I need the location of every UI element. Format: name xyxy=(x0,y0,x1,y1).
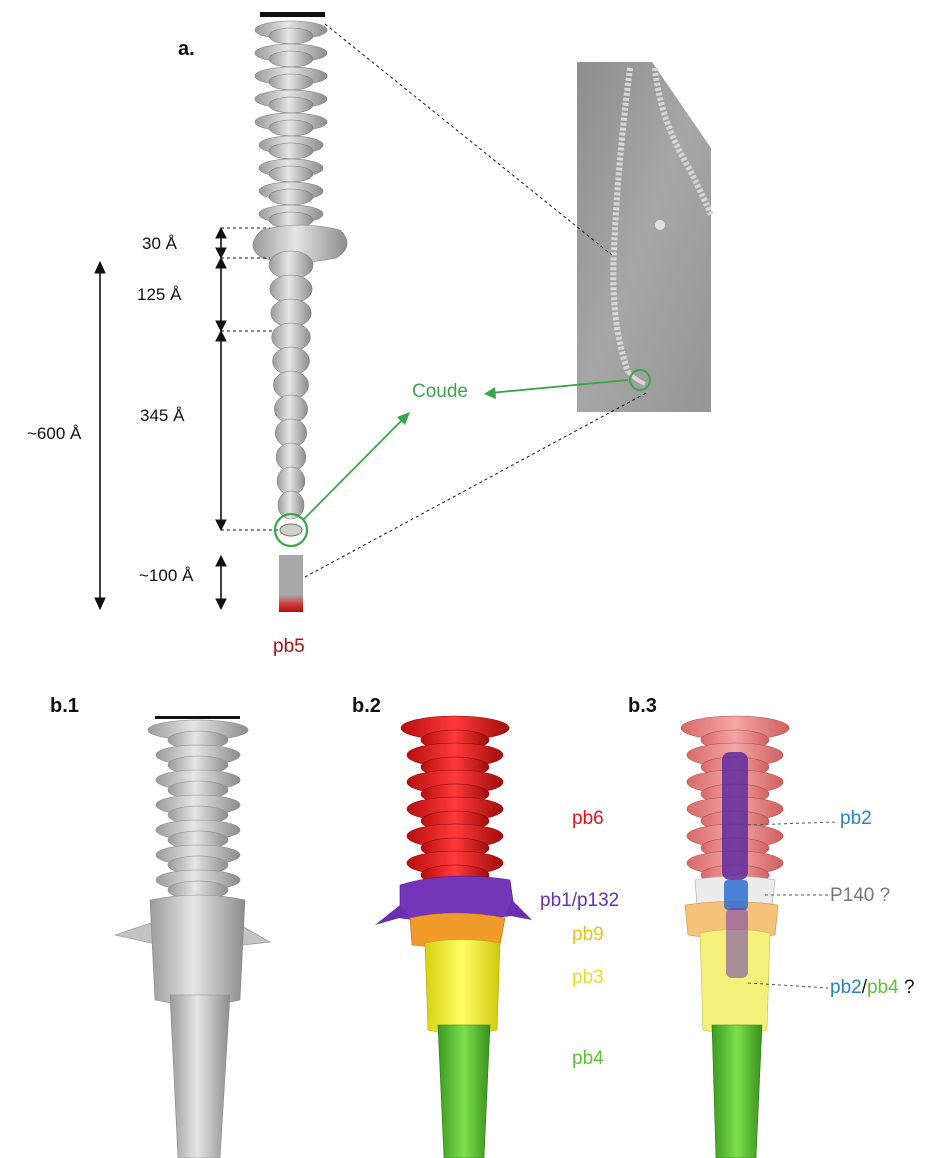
dim-125: 125 Å xyxy=(137,285,181,305)
pb5-label: pb5 xyxy=(273,636,305,658)
tail-segment xyxy=(269,166,313,182)
pb6-label: pb6 xyxy=(572,808,604,830)
dim-100: ~100 Å xyxy=(139,566,193,586)
panel-label-b1: b.1 xyxy=(50,695,79,718)
tail-segment xyxy=(269,97,313,113)
panel-label-b2: b.2 xyxy=(352,695,381,718)
pb3-label: pb3 xyxy=(572,967,604,989)
p140-label: P140 ? xyxy=(830,885,890,907)
panel-label-a: a. xyxy=(178,38,195,61)
panel-label-b3: b.3 xyxy=(628,695,657,718)
question-mark: ? xyxy=(899,977,915,998)
pb2-label: pb2 xyxy=(840,808,872,830)
pb9-label: pb9 xyxy=(572,924,604,946)
tail-model-a xyxy=(253,12,347,612)
tail-segment xyxy=(269,51,313,67)
pb2-pb4-label: pb2/pb4 ? xyxy=(830,977,915,999)
dimension-guides xyxy=(95,228,280,609)
coude-label: Coude xyxy=(412,381,468,403)
tail-model-b3 xyxy=(681,716,835,1158)
tail-model-b1 xyxy=(115,716,270,1158)
dim-600: ~600 Å xyxy=(27,424,81,444)
tail-segment xyxy=(269,143,313,159)
tail-segment xyxy=(269,120,313,136)
tail-model-b2 xyxy=(375,716,532,1158)
dim-345: 345 Å xyxy=(140,406,184,426)
pb4-label: pb4 xyxy=(572,1048,604,1070)
dim-30: 30 Å xyxy=(142,234,177,254)
pb5-block xyxy=(279,555,303,612)
tail-segment xyxy=(269,189,313,205)
pb1-label: pb1/p132 xyxy=(540,890,619,912)
tail-segment xyxy=(269,74,313,90)
pb2-part: pb2 xyxy=(830,977,862,998)
pb4-part: pb4 xyxy=(867,977,899,998)
tail-segment xyxy=(269,28,313,44)
em-micrograph xyxy=(577,62,711,412)
